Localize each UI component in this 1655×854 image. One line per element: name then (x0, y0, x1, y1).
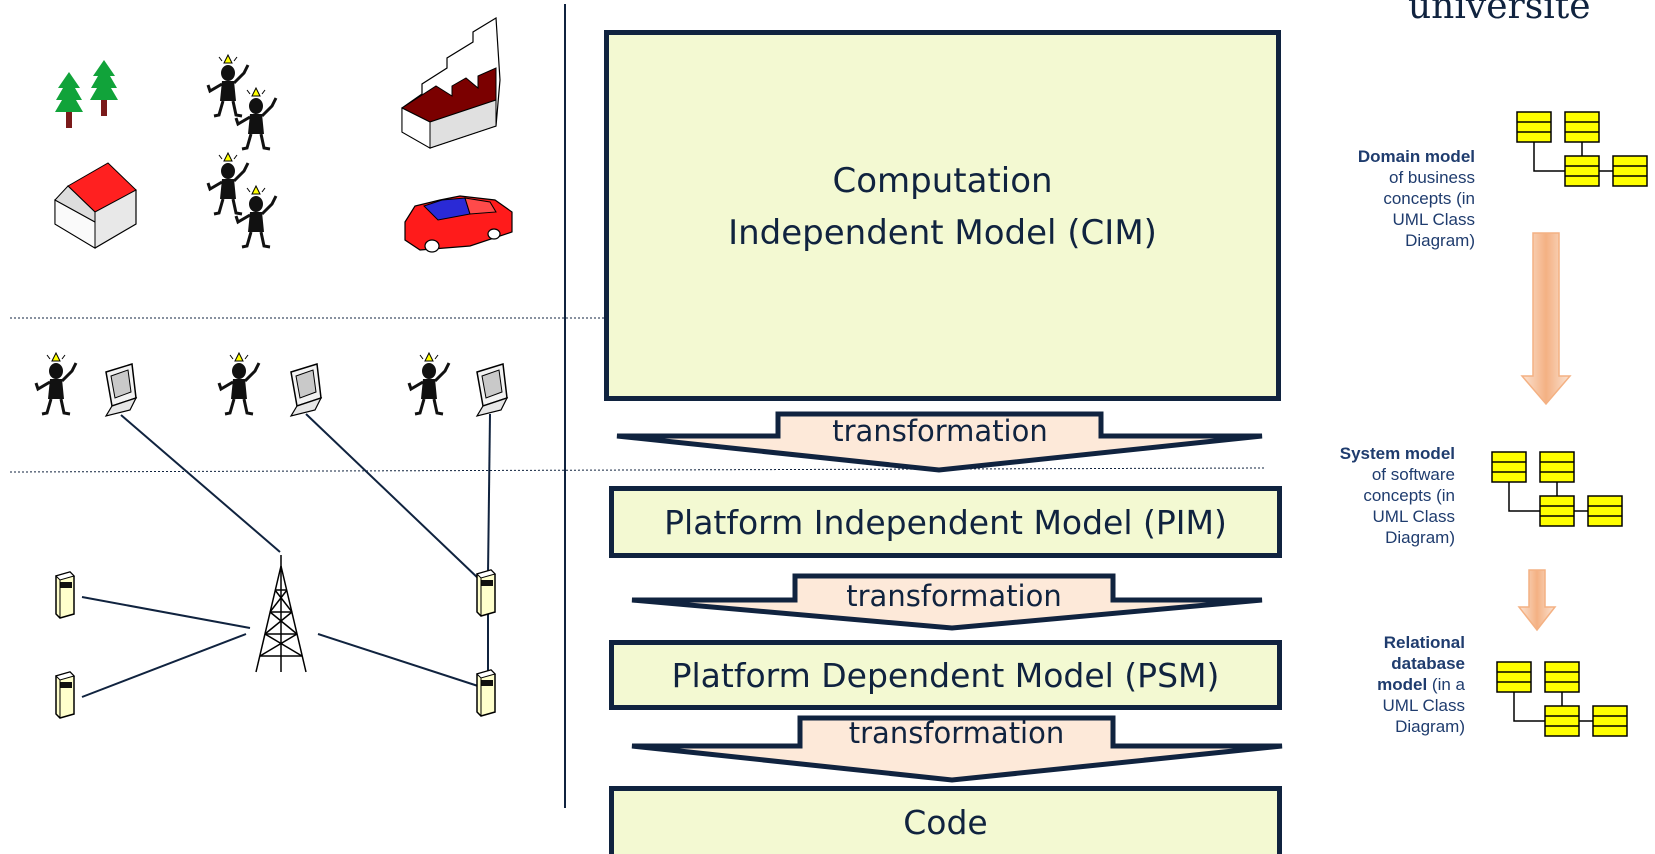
transformation-label-1: transformation (832, 414, 1048, 448)
system-model-title: System model (1339, 444, 1455, 463)
computer-icon (105, 363, 508, 417)
system-model-note: System model of software concepts (in UM… (1339, 444, 1455, 547)
transformation-arrow-1 (616, 411, 1263, 473)
cim-title-line2: Independent Model (CIM) (728, 212, 1157, 253)
uml-class-diagram-icon (1492, 452, 1622, 526)
brand-wordmark: universite (1408, 0, 1591, 27)
code-box: Code (609, 786, 1282, 854)
psm-title: Platform Dependent Model (PSM) (671, 655, 1220, 695)
cim-box: Computation Independent Model (CIM) (604, 30, 1281, 401)
uml-class-diagram-icon (1497, 662, 1627, 736)
relational-model-title: model (1377, 675, 1428, 694)
down-arrow-icon (1517, 569, 1557, 632)
uml-class-diagram-icon (1517, 112, 1647, 186)
cim-title-line1: Computation (832, 160, 1053, 201)
pim-box: Platform Independent Model (PIM) (609, 486, 1282, 558)
factory-icon (400, 16, 501, 149)
code-title: Code (903, 803, 988, 842)
domain-model-note: Domain model of business concepts (in UM… (1357, 147, 1475, 250)
person-icon (34, 351, 451, 416)
transformation-arrow-3 (631, 715, 1283, 783)
antenna-tower-icon (255, 555, 307, 673)
dotted-divider-lower (9, 467, 1266, 473)
house-icon (54, 162, 137, 249)
down-arrow-icon (1520, 232, 1572, 406)
transformation-label-2: transformation (846, 579, 1062, 613)
tree-icon (55, 60, 118, 128)
car-icon (404, 195, 513, 253)
transformation-arrow-2 (631, 573, 1263, 631)
relational-model-note: Relational database model (in a UML Clas… (1377, 633, 1465, 736)
person-icon (206, 53, 278, 249)
pim-title: Platform Independent Model (PIM) (664, 502, 1227, 542)
psm-box: Platform Dependent Model (PSM) (609, 640, 1282, 710)
transformation-label-3: transformation (848, 716, 1065, 750)
domain-model-title: Domain model (1357, 147, 1475, 166)
